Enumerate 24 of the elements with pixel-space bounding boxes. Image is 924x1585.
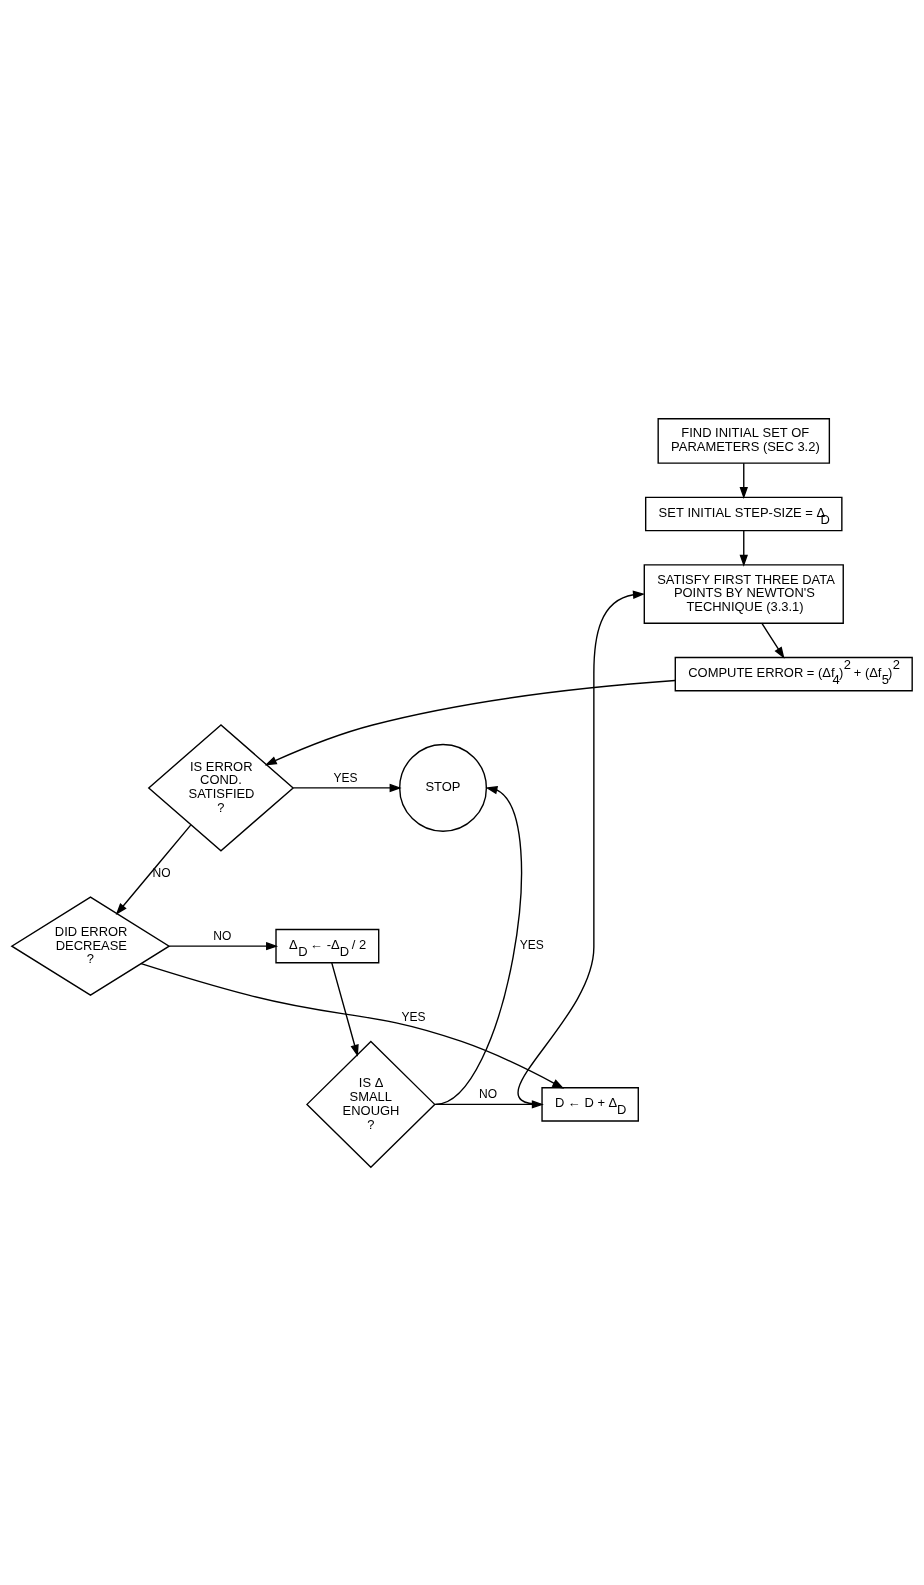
node-circle: STOP: [399, 743, 488, 832]
arrow: [517, 590, 645, 1105]
edge-label: NO: [152, 865, 171, 880]
edge-label: NO: [479, 1086, 498, 1101]
edge-label: YES: [519, 937, 544, 952]
node-box: FIND INITIAL SET OF PARAMETERS (SEC 3.2): [657, 417, 831, 464]
edge-label: YES: [333, 770, 358, 785]
arrow: [168, 941, 279, 950]
arrow: [739, 462, 748, 499]
arrow: [739, 529, 748, 567]
arrow: [434, 785, 523, 1105]
edge-label: NO: [213, 928, 232, 943]
arrow: [331, 961, 359, 1057]
arrow: [115, 823, 192, 915]
node-diamond: IS Δ SMALL ENOUGH ?: [306, 1039, 436, 1168]
arrow: [264, 679, 676, 765]
node-diamond: DID ERROR DECREASE ?: [10, 895, 171, 996]
arrow: [292, 783, 402, 792]
node-diamond: IS ERROR COND. SATISFIED ?: [147, 723, 295, 852]
arrow: [434, 1099, 544, 1109]
arrow: [140, 962, 565, 1089]
arrow: [761, 622, 785, 659]
node-box: SATISFY FIRST THREE DATA POINTS BY NEWTON'S TECHNIQUE (3.3.1): [643, 563, 844, 624]
edge-label: YES: [401, 1009, 426, 1024]
